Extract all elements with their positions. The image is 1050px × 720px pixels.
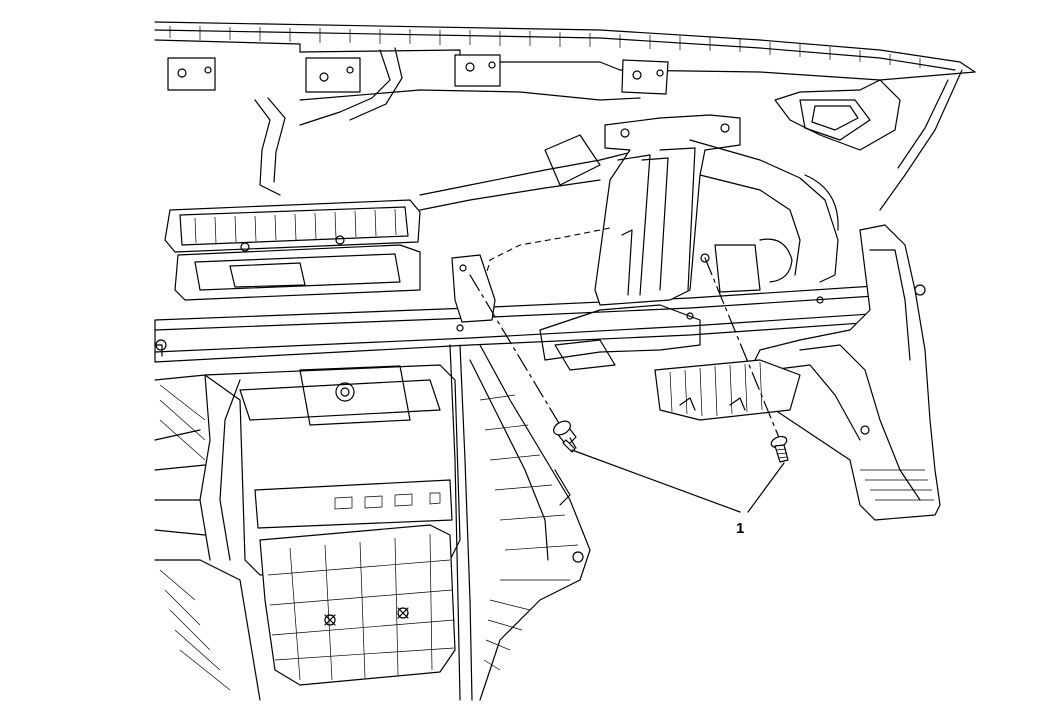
callout-number-1: 1 [736, 520, 745, 537]
ribbed-lower-housing [654, 359, 801, 421]
dashed-routing-line [479, 227, 611, 301]
fastener-screw-left [553, 420, 577, 453]
right-side-bracket [744, 224, 941, 521]
right-lower-duct [469, 344, 591, 701]
center-air-duct [689, 139, 839, 293]
callout-leader-lines [571, 449, 785, 513]
center-support-bracket [539, 114, 741, 371]
center-console-frame [204, 344, 473, 701]
fastener-centerlines [469, 257, 781, 441]
upper-panel-carrier [154, 21, 976, 211]
left-lower-duct [154, 374, 261, 701]
storage-compartment [259, 524, 456, 686]
left-beam-bracket [451, 254, 496, 323]
left-vent-duct [164, 199, 421, 301]
fastener-screw-right [770, 435, 789, 463]
